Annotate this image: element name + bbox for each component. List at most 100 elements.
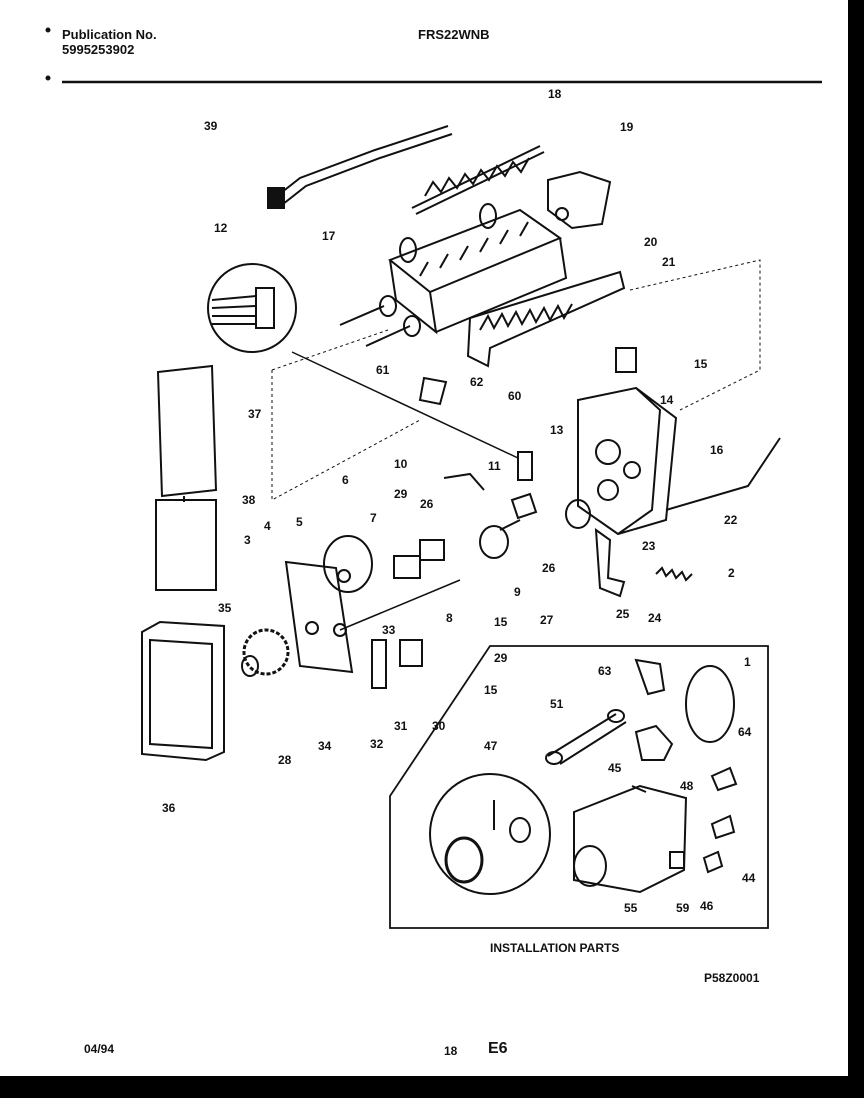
heater-terminal xyxy=(379,295,397,317)
ejector-blades xyxy=(424,157,530,197)
clip-part xyxy=(510,492,538,520)
publication-label: Publication No. xyxy=(62,27,157,42)
installation-parts-frame xyxy=(389,645,769,929)
manual-part-38 xyxy=(155,499,217,591)
valve-coil-part xyxy=(444,836,484,884)
mold-ear xyxy=(399,237,417,263)
clamp-64-part xyxy=(710,766,738,792)
callout-label: 38 xyxy=(242,493,256,507)
shutoff-arm-part xyxy=(665,437,781,511)
callout-label: 8 xyxy=(446,611,453,625)
shipping-box-part xyxy=(141,620,225,762)
tube-end xyxy=(607,709,625,723)
publication-number: 5995253902 xyxy=(62,42,135,57)
housing-port xyxy=(623,461,641,479)
clip-46-part xyxy=(702,850,724,874)
drive-gear-part xyxy=(242,628,290,676)
callout-label: 9 xyxy=(514,585,521,599)
callout-label: 55 xyxy=(624,901,638,915)
callout-labels: 39 18 19 12 17 20 21 15 61 62 60 14 37 1… xyxy=(162,87,756,915)
detail-47-circle xyxy=(429,773,551,895)
callout-label: 15 xyxy=(694,357,708,371)
leader xyxy=(291,351,519,459)
callout-label: 35 xyxy=(218,601,232,615)
callout-label: 7 xyxy=(370,511,377,525)
stripper-fingers xyxy=(479,303,573,331)
callout-label: 23 xyxy=(642,539,656,553)
callout-label: 26 xyxy=(420,497,434,511)
mounting-plate-part xyxy=(284,560,354,674)
callout-label: 6 xyxy=(342,473,349,487)
switch-part xyxy=(399,639,423,667)
mold-ear xyxy=(479,203,497,229)
callout-label: 10 xyxy=(394,457,408,471)
valve-inlet xyxy=(573,845,607,887)
callout-label: 37 xyxy=(248,407,262,421)
thermostat-part xyxy=(565,499,591,529)
callout-label: 5 xyxy=(296,515,303,529)
callout-label: 17 xyxy=(322,229,336,243)
callout-label: 44 xyxy=(742,871,756,885)
footer-page: 18 xyxy=(444,1044,458,1058)
wiring-leads xyxy=(211,295,257,325)
wiring-detail-circle xyxy=(207,263,297,353)
callout-label: 20 xyxy=(644,235,658,249)
link-part xyxy=(443,472,485,491)
drawing-code: P58Z0001 xyxy=(704,971,760,985)
callout-label: 31 xyxy=(394,719,408,733)
manual-part-37 xyxy=(156,364,218,498)
callout-label: 27 xyxy=(540,613,554,627)
callout-label: 47 xyxy=(484,739,498,753)
cam-shaft xyxy=(499,519,521,531)
tube-51-part xyxy=(547,713,627,765)
motor-shaft xyxy=(337,569,351,583)
mold-cavities xyxy=(419,221,529,277)
callout-label: 33 xyxy=(382,623,396,637)
tube-end xyxy=(545,751,563,765)
leader xyxy=(339,579,461,631)
callout-label: 11 xyxy=(488,459,501,473)
dashed-guide xyxy=(271,329,389,371)
callout-label: 2 xyxy=(728,566,735,580)
callout-label: 32 xyxy=(370,737,384,751)
callout-label: 64 xyxy=(738,725,752,739)
clamp-44-part xyxy=(710,814,736,840)
callout-label: 15 xyxy=(484,683,498,697)
footer-section: E6 xyxy=(488,1040,508,1057)
callout-label: 16 xyxy=(710,443,724,457)
screw-45-part xyxy=(631,785,647,793)
ejector-part xyxy=(411,145,545,215)
water-valve-55-part xyxy=(573,784,688,894)
callout-label: 51 xyxy=(550,697,564,711)
callout-label: 30 xyxy=(432,719,446,733)
switch-part xyxy=(615,347,637,373)
callout-label: 46 xyxy=(700,899,714,913)
punch-dot xyxy=(45,27,51,33)
nut-48-part xyxy=(634,724,674,761)
cam-part xyxy=(479,525,509,559)
callout-label: 24 xyxy=(648,611,662,625)
callout-label: 59 xyxy=(676,901,690,915)
fill-tube-end xyxy=(267,187,285,209)
callout-label: 48 xyxy=(680,779,694,793)
model-number: FRS22WNB xyxy=(418,27,490,42)
terminal-block-part xyxy=(517,451,533,481)
installation-parts-title: INSTALLATION PARTS xyxy=(490,941,619,955)
switch-bracket-part xyxy=(371,639,387,689)
callout-label: 22 xyxy=(724,513,738,527)
wiring-connector xyxy=(255,287,275,329)
gear-hub xyxy=(241,655,259,677)
callout-label: 36 xyxy=(162,801,176,815)
heater-pins xyxy=(339,305,411,347)
motor-part xyxy=(323,535,373,593)
callout-label: 39 xyxy=(204,119,218,133)
callout-label: 62 xyxy=(470,375,484,389)
callout-label: 14 xyxy=(660,393,674,407)
callout-label: 21 xyxy=(662,255,676,269)
spring-part xyxy=(655,566,693,582)
callout-label: 13 xyxy=(550,423,564,437)
callout-label: 29 xyxy=(394,487,408,501)
callout-label: 63 xyxy=(598,664,612,678)
callout-label: 1 xyxy=(744,655,751,669)
